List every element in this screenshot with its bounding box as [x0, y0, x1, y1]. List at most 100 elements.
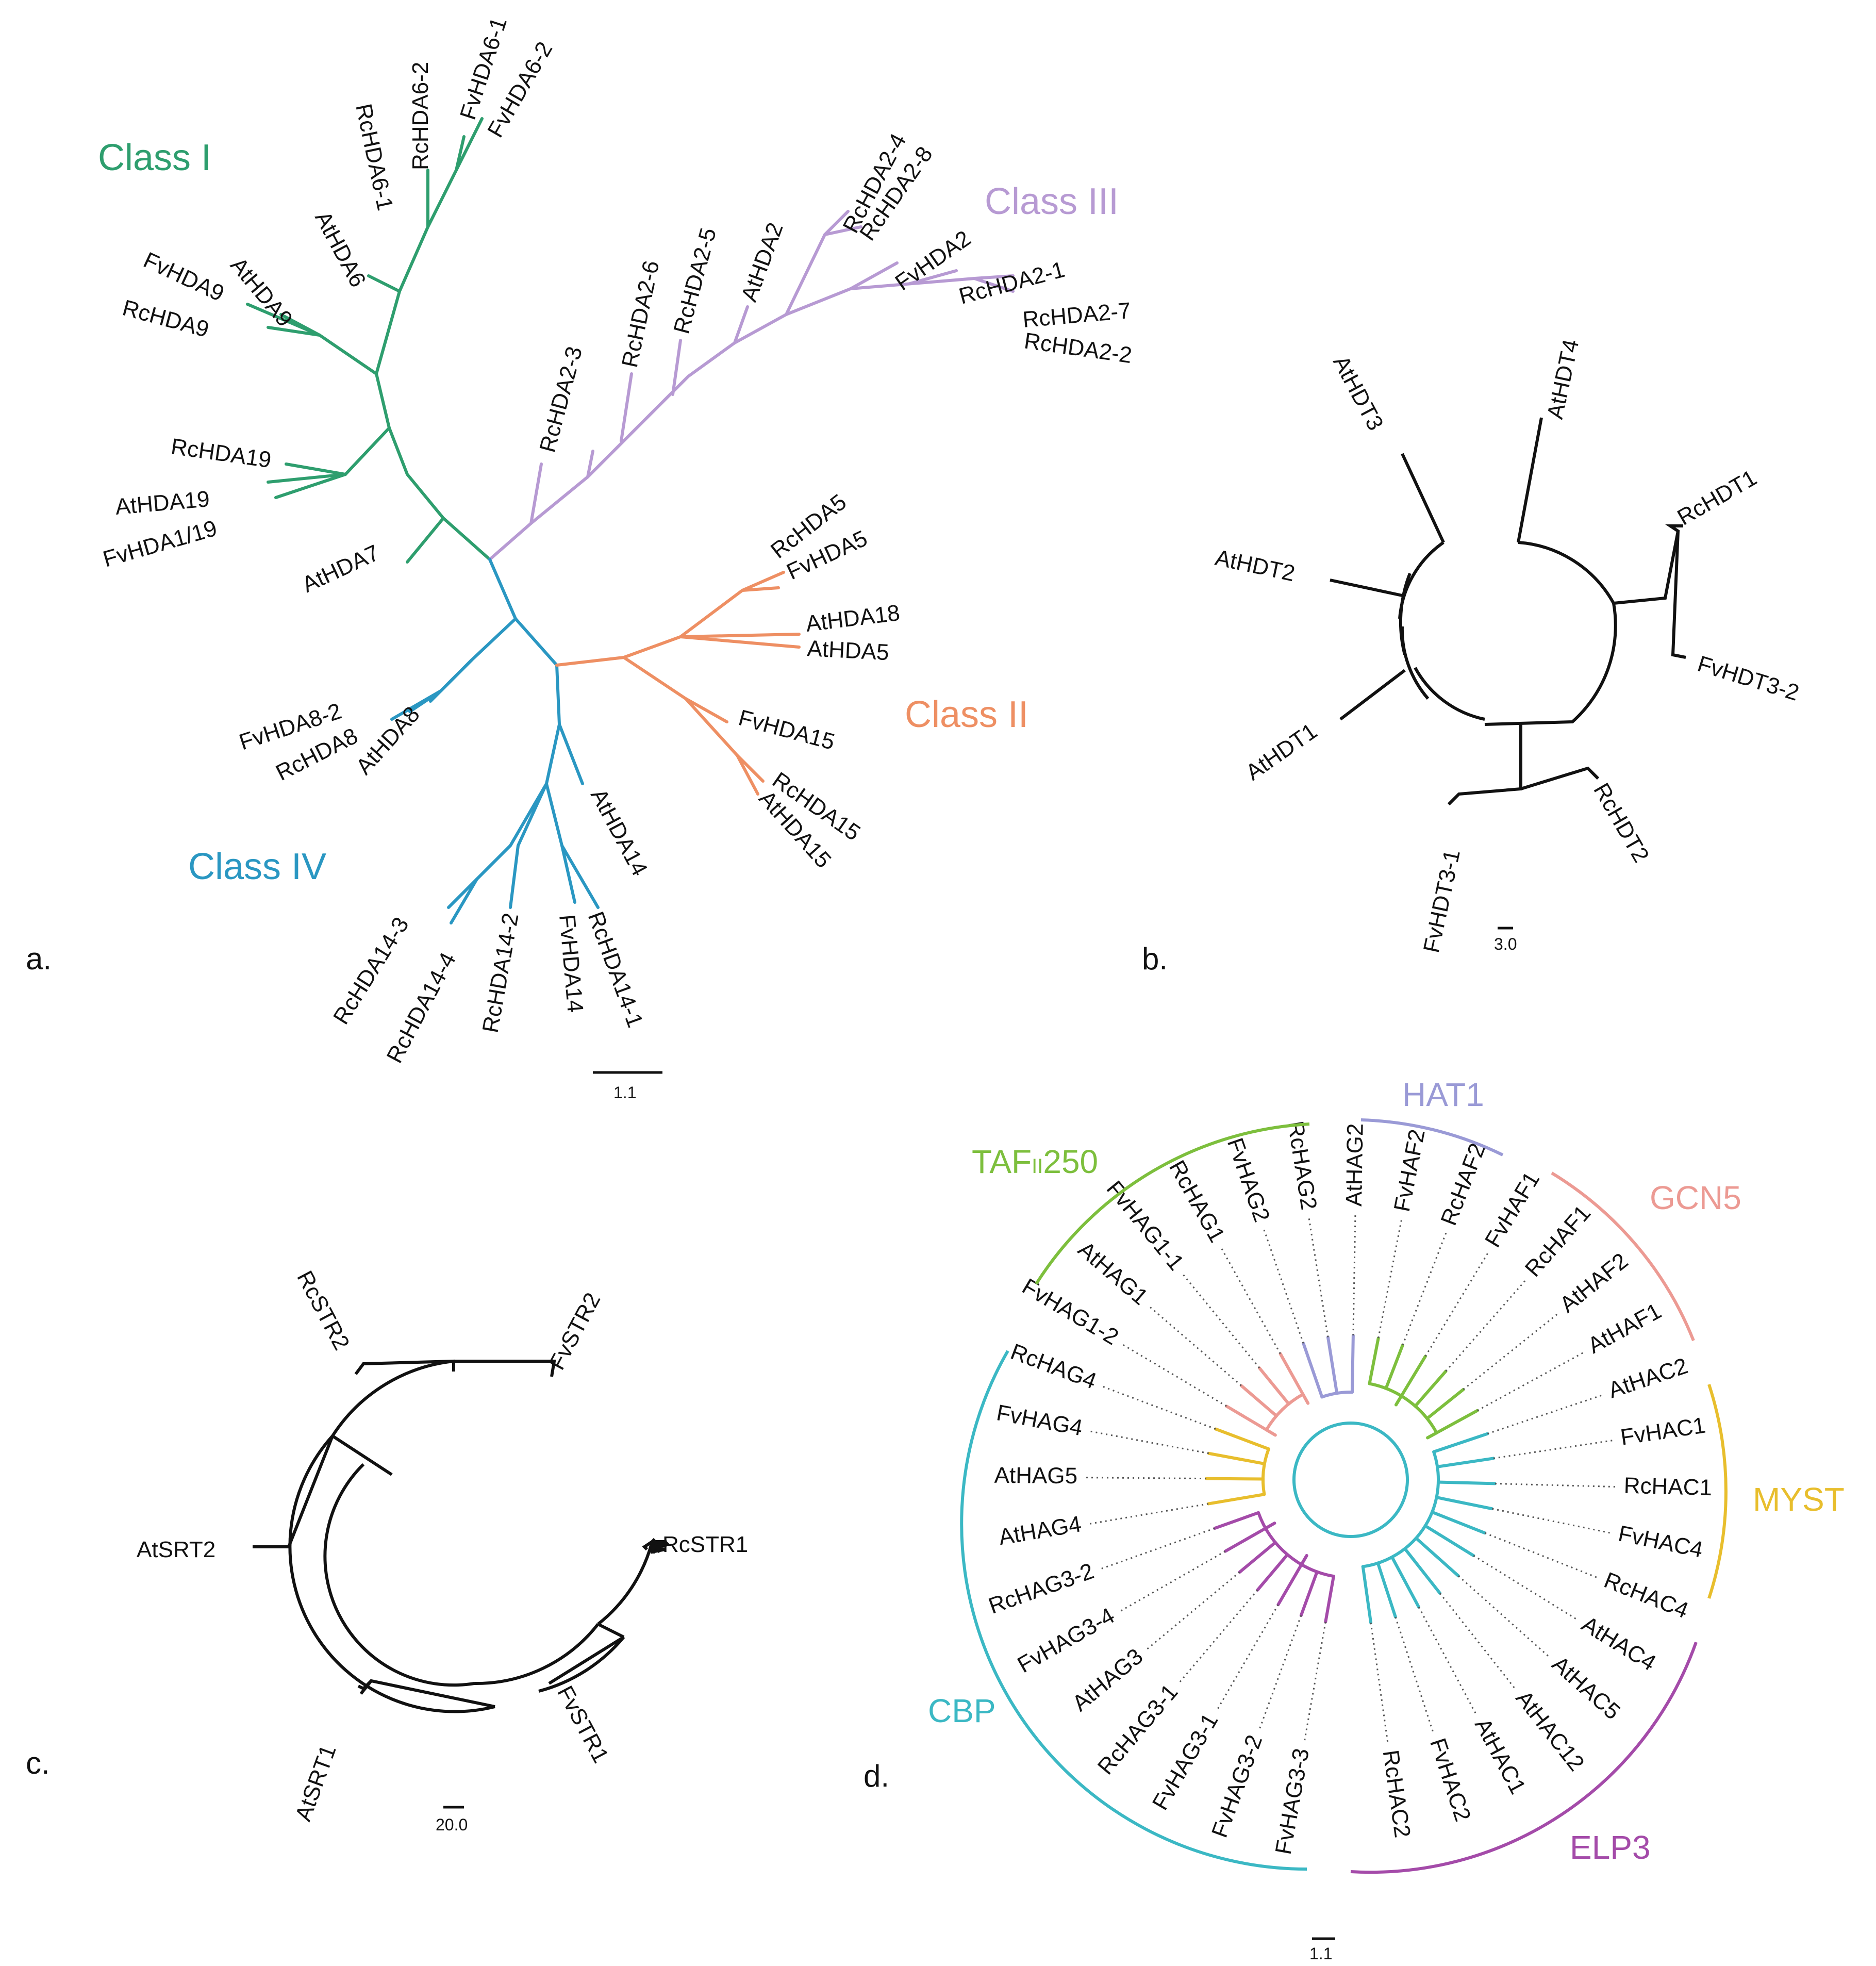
tree-branch [1207, 1451, 1241, 1461]
leaf-label: RcHAF1 [1520, 1200, 1596, 1281]
clade-arc [1265, 1393, 1305, 1432]
leaf-label: RcSTR1 [662, 1532, 748, 1557]
leaf-label: RcHDA2-3 [535, 344, 587, 455]
leaf-label: RcHDA2-5 [669, 225, 721, 337]
leaf-label: FvSTR2 [544, 1288, 606, 1374]
leader-line [1099, 1384, 1216, 1430]
leaf-label: AtHDA7 [298, 540, 384, 598]
leaf-label: AtHDA5 [806, 636, 889, 665]
panel-c-leaf-stems [642, 1540, 666, 1554]
tree-branch [1436, 1463, 1452, 1468]
tree-branch [1285, 1400, 1290, 1406]
leaf-label: AtHAG1 [1073, 1236, 1153, 1310]
tree-branch [1361, 1565, 1367, 1581]
panel-a-leaf-labels: RcHDA6-2 FvHDA6-1 FvHDA6-2 RcHDA6-1 AtHD… [100, 14, 1133, 1067]
tree-branch [1238, 1542, 1275, 1574]
leaf-label: AtHAC4 [1578, 1611, 1661, 1676]
leaf-label: FvHAG3-3 [1271, 1746, 1314, 1856]
tree-branch [1414, 1537, 1437, 1557]
leader-line [1262, 1226, 1304, 1344]
leader-line [1215, 1604, 1279, 1712]
tree-branch [1385, 1343, 1404, 1388]
leaf-label: RcSTR2 [292, 1267, 354, 1354]
leaf-label: FvHAG3-1 [1148, 1709, 1223, 1814]
tree-branch [1384, 1384, 1389, 1390]
leader-line [1445, 1277, 1528, 1372]
leaf-label: AtHAF1 [1584, 1298, 1666, 1359]
leaf-label: FvHAF2 [1389, 1127, 1430, 1214]
leaf-label: FvHDA14 [554, 914, 588, 1014]
leader-line [1394, 1616, 1435, 1735]
leaf-label: AtHAC12 [1511, 1686, 1589, 1776]
tree-branch [1435, 1496, 1464, 1505]
leader-line [1484, 1532, 1600, 1580]
leader-line [1402, 1229, 1448, 1346]
leader-line [1219, 1245, 1281, 1354]
leaf-label: RcHDA9 [120, 295, 211, 342]
tree-branch [1448, 1457, 1495, 1467]
leaf-label: RcHDA19 [170, 434, 273, 473]
leaf-label: FvHDA15 [736, 705, 837, 755]
leaf-label: FvHAG2 [1222, 1135, 1275, 1225]
myst-arc [1707, 1384, 1728, 1599]
leader-line [1119, 1342, 1227, 1407]
hat1-label: HAT1 [1402, 1076, 1484, 1113]
leaf-label: AtHDT2 [1213, 545, 1297, 586]
leader-line [1177, 1589, 1258, 1686]
leaf-label: RcHDA14-1 [583, 908, 648, 1031]
tree-branch [1256, 1565, 1279, 1592]
leader-line [1083, 1477, 1207, 1480]
panel-b-label: b. [1142, 941, 1168, 976]
panel-d-leaf-labels: FvHAG3-3FvHAG3-2FvHAG3-1RcHAG3-1AtHAG3Fv… [985, 1119, 1712, 1856]
panel-a-unrooted-tree: RcHDA6-2 FvHDA6-1 FvHDA6-2 RcHDA6-1 AtHD… [26, 14, 1134, 1102]
leader-line [1457, 1575, 1551, 1659]
tree-branch [1301, 1393, 1310, 1405]
tree-branch [1368, 1367, 1374, 1385]
tree-branch [1329, 1575, 1335, 1593]
leaf-label: AtHDT1 [1241, 718, 1322, 785]
tree-branch [1414, 1393, 1427, 1408]
leaf-label: RcHDA2-7 [1022, 298, 1132, 333]
tree-branch [1442, 1515, 1487, 1535]
tree-branch [1264, 1522, 1276, 1530]
tree-branch [1456, 1432, 1489, 1445]
tafii250-label: TAFII250 [972, 1143, 1098, 1180]
leaf-label: FvHAG3-4 [1013, 1603, 1119, 1678]
panel-c-branches [253, 1359, 672, 1713]
tree-branch [1423, 1524, 1475, 1558]
leader-line [1144, 1571, 1240, 1652]
leaf-label: RcHAC4 [1601, 1567, 1692, 1624]
tree-branch [1426, 1431, 1438, 1440]
leader-line [1424, 1250, 1490, 1357]
leader-line [1087, 1430, 1209, 1455]
leaf-label: AtHAC5 [1547, 1651, 1625, 1724]
tree-branch [1299, 1573, 1318, 1617]
leader-line [1370, 1623, 1389, 1746]
tree-branch [1333, 1379, 1339, 1395]
leader-line [1258, 1615, 1302, 1732]
leaf-label: FvSTR1 [552, 1682, 613, 1767]
tree-branch [1311, 1371, 1324, 1399]
leaf-label: FvHDA1/19 [100, 516, 220, 572]
leader-line [1352, 1212, 1356, 1336]
tree-branch [1390, 1555, 1421, 1609]
elp3-label: ELP3 [1570, 1829, 1651, 1866]
leaf-label: AtHDA8 [351, 702, 425, 780]
leader-line [1493, 1439, 1616, 1459]
tree-branch [1242, 1511, 1260, 1519]
elp3-arc [1350, 1641, 1698, 1874]
panel-d-leader-lines [1083, 1212, 1619, 1746]
leader-line [1307, 1215, 1329, 1337]
panel-a-label: a. [26, 941, 52, 976]
root-arc [1292, 1422, 1409, 1538]
leaf-label: RcHDA14-2 [478, 911, 524, 1035]
class-i-clade [246, 117, 491, 564]
tree-branch [1257, 1366, 1289, 1403]
tree-branch [1363, 1578, 1373, 1625]
leaf-label: RcHAG1 [1164, 1156, 1230, 1246]
leaf-label: FvHDT3-2 [1695, 651, 1802, 706]
leader-line [1117, 1550, 1226, 1613]
tree-branch [1425, 1415, 1431, 1420]
class-ii-clade [555, 571, 801, 796]
leaf-label: FvHDA9 [140, 247, 228, 307]
